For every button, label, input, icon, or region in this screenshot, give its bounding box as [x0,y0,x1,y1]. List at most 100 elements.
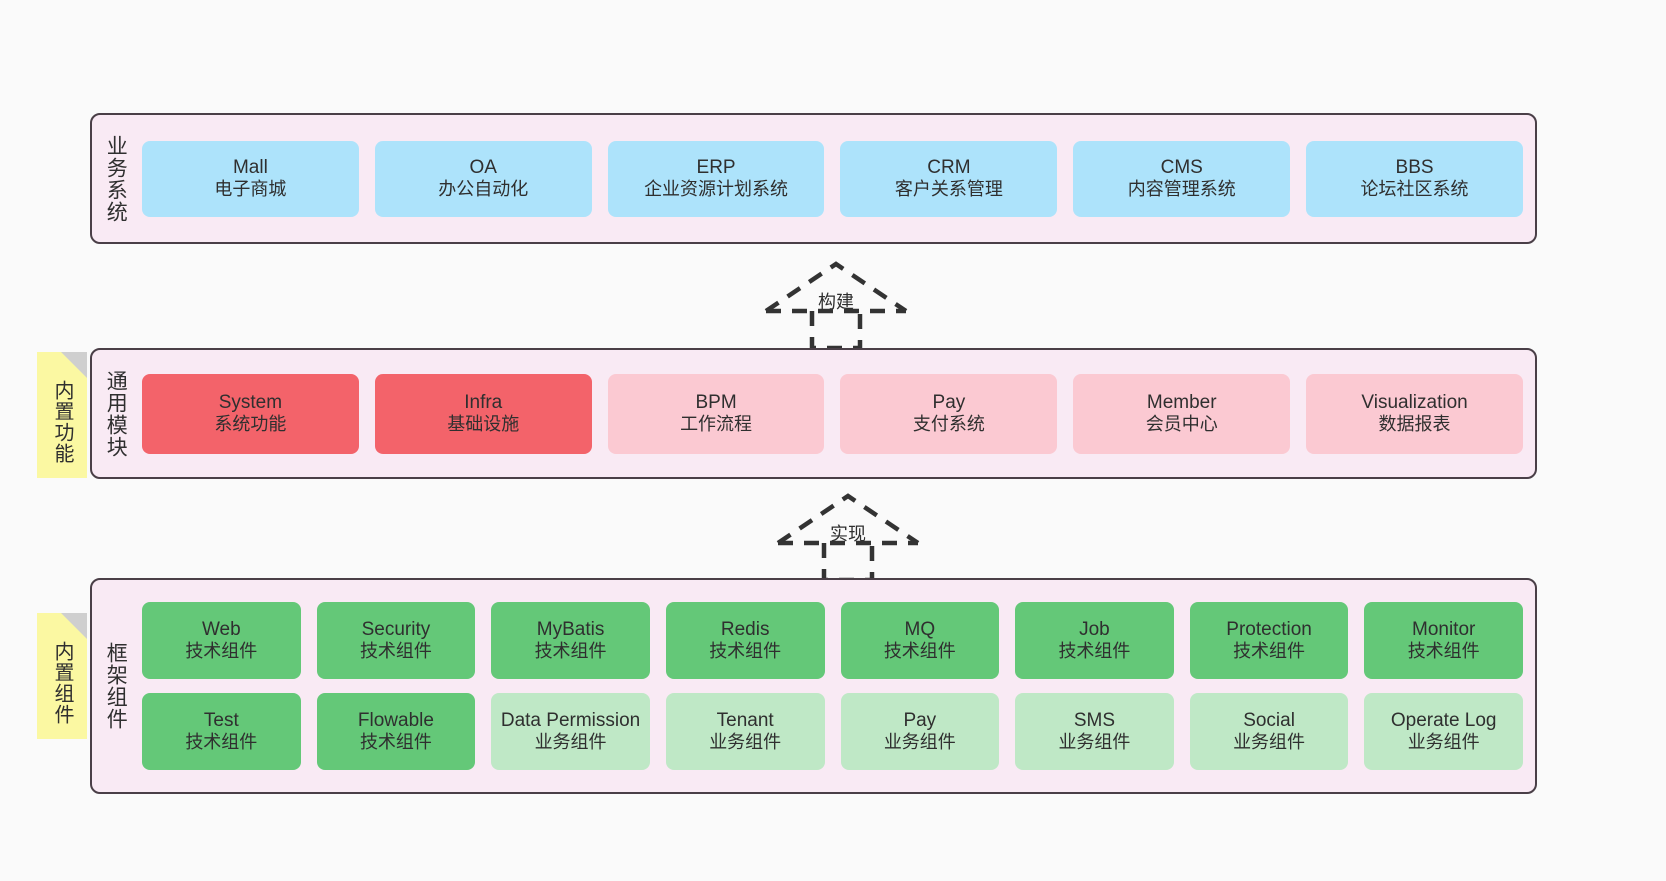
node-subtitle: 业务组件 [534,732,607,753]
node-subtitle: 技术组件 [534,641,607,662]
node-protection[interactable]: Protection 技术组件 [1189,602,1349,679]
node-title: Mall [232,156,268,178]
node-oa[interactable]: OA 办公自动化 [374,140,592,217]
node-web[interactable]: Web 技术组件 [142,602,301,679]
node-job[interactable]: Job 技术组件 [1015,602,1174,679]
node-subtitle: 技术组件 [883,641,956,662]
cell-row: System 系统功能 Infra 基础设施 BPM 工作流程 Pay 支付系统… [142,373,1523,454]
node-subtitle: 办公自动化 [438,179,529,200]
layer-label-common-modules: 通用模块 [104,369,128,458]
node-subtitle: 基础设施 [447,414,520,435]
layer-body-framework-components: Web 技术组件 Security 技术组件 MyBatis 技术组件 Redi… [138,580,1535,792]
node-title: Infra [464,391,503,413]
node-redis[interactable]: Redis 技术组件 [665,602,825,679]
node-subtitle: 技术组件 [185,641,258,662]
layer-common-modules: 通用模块 System 系统功能 Infra 基础设施 BPM 工作流程 Pay… [90,348,1537,479]
node-bpm[interactable]: BPM 工作流程 [607,373,825,454]
layer-body-common-modules: System 系统功能 Infra 基础设施 BPM 工作流程 Pay 支付系统… [138,350,1535,477]
node-subtitle: 内容管理系统 [1127,179,1236,200]
node-bbs[interactable]: BBS 论坛社区系统 [1306,140,1523,217]
node-subtitle: 系统功能 [214,414,287,435]
node-subtitle: 客户关系管理 [894,179,1003,200]
node-subtitle: 技术组件 [359,641,432,662]
note-text: 内置组件 [51,641,73,725]
node-data-permission[interactable]: Data Permission 业务组件 [491,693,650,770]
arrow-label-build: 构建 [818,292,854,312]
node-subtitle: 论坛社区系统 [1360,179,1469,200]
node-title: Social [1243,709,1295,731]
arrow-label-realize: 实现 [830,524,866,544]
node-title: Monitor [1412,618,1476,640]
node-title: CMS [1160,156,1203,178]
node-title: SMS [1073,709,1116,731]
node-title: BPM [695,391,737,413]
node-title: CRM [927,156,971,178]
node-title: Security [361,618,431,640]
node-title: BBS [1395,156,1434,178]
node-title: Member [1146,391,1217,413]
node-subtitle: 数据报表 [1378,414,1451,435]
note-builtin-components: 内置组件 [37,613,87,739]
node-subtitle: 技术组件 [1233,641,1306,662]
node-sms[interactable]: SMS 业务组件 [1015,693,1174,770]
node-subtitle: 技术组件 [1058,641,1131,662]
layer-body-business-systems: Mall 电子商城 OA 办公自动化 ERP 企业资源计划系统 CRM 客户关系… [138,115,1535,242]
node-mybatis[interactable]: MyBatis 技术组件 [491,602,650,679]
layer-label-business-systems: 业务系统 [104,134,128,223]
node-subtitle: 支付系统 [912,414,985,435]
node-tenant[interactable]: Tenant 业务组件 [665,693,825,770]
node-operate-log[interactable]: Operate Log 业务组件 [1364,693,1523,770]
node-test[interactable]: Test 技术组件 [142,693,301,770]
node-title: Redis [720,618,770,640]
node-mall[interactable]: Mall 电子商城 [142,140,359,217]
node-pay-module[interactable]: Pay 支付系统 [840,373,1058,454]
node-subtitle: 技术组件 [1407,641,1480,662]
node-title: Test [203,709,239,731]
node-title: Protection [1226,618,1312,640]
node-title: Pay [932,391,966,413]
node-title: ERP [696,156,736,178]
node-infra[interactable]: Infra 基础设施 [374,373,592,454]
node-title: Flowable [357,709,434,731]
cell-row: Mall 电子商城 OA 办公自动化 ERP 企业资源计划系统 CRM 客户关系… [142,140,1523,217]
node-security[interactable]: Security 技术组件 [316,602,476,679]
node-flowable[interactable]: Flowable 技术组件 [316,693,476,770]
arrow-build: 构建 [756,256,916,351]
note-text: 内置功能 [51,380,73,464]
node-title: Pay [903,709,937,731]
node-subtitle: 技术组件 [185,732,258,753]
node-subtitle: 业务组件 [709,732,782,753]
node-monitor[interactable]: Monitor 技术组件 [1364,602,1523,679]
node-subtitle: 企业资源计划系统 [644,179,789,200]
node-subtitle: 业务组件 [883,732,956,753]
node-subtitle: 电子商城 [214,179,287,200]
node-erp[interactable]: ERP 企业资源计划系统 [607,140,825,217]
arrow-realize: 实现 [768,488,928,583]
node-title: MQ [904,618,936,640]
node-title: Visualization [1361,391,1468,413]
layer-business-systems: 业务系统 Mall 电子商城 OA 办公自动化 ERP 企业资源计划系统 CRM… [90,113,1537,244]
node-title: Web [201,618,241,640]
note-builtin-features: 内置功能 [37,352,87,478]
node-subtitle: 会员中心 [1145,414,1218,435]
layer-framework-components: 框架组件 Web 技术组件 Security 技术组件 MyBatis 技术组件… [90,578,1537,794]
node-subtitle: 技术组件 [709,641,782,662]
node-subtitle: 技术组件 [359,732,432,753]
node-social[interactable]: Social 业务组件 [1189,693,1349,770]
node-system[interactable]: System 系统功能 [142,373,359,454]
node-visualization[interactable]: Visualization 数据报表 [1306,373,1523,454]
node-title: OA [469,156,497,178]
node-mq[interactable]: MQ 技术组件 [840,602,1000,679]
node-title: System [218,391,283,413]
node-member[interactable]: Member 会员中心 [1073,373,1291,454]
node-pay-component[interactable]: Pay 业务组件 [840,693,1000,770]
node-title: Job [1079,618,1110,640]
node-subtitle: 业务组件 [1058,732,1131,753]
layer-label-framework-components: 框架组件 [104,642,128,730]
node-crm[interactable]: CRM 客户关系管理 [840,140,1058,217]
cell-row: Test 技术组件 Flowable 技术组件 Data Permission … [142,693,1523,770]
node-title: Operate Log [1390,709,1497,731]
node-subtitle: 业务组件 [1407,732,1480,753]
node-cms[interactable]: CMS 内容管理系统 [1073,140,1291,217]
